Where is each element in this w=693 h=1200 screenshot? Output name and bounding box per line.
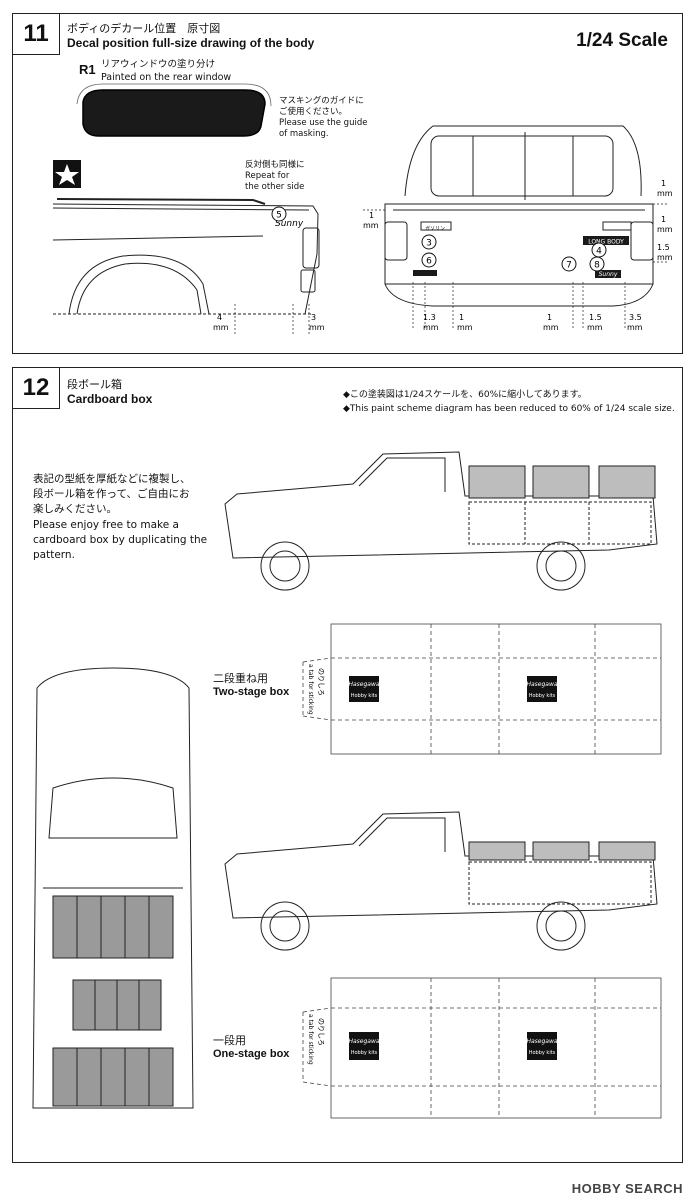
dim-1c: 1 [547,313,552,322]
repeat-en-1: Repeat for [245,171,290,181]
dim-1b: 1 [459,313,464,322]
decal-number-5: 5 [276,211,282,221]
tab-text-jp-one: のりしろ [317,1018,325,1046]
step-number: 12 [13,368,60,409]
scale-note-jp: ◆この塗装図は1/24スケールを、60%に縮小してあります。 [343,390,587,400]
dim-1-5a: 1.5 [589,313,602,322]
dim-1e: 1 [661,179,666,188]
brand-sub-two-1: Hobby kits [351,693,378,699]
decal-callout-7 [561,256,577,272]
tab-text-jp-two: のりしろ [317,668,325,696]
two-stage-box-template [302,623,662,755]
dim-1-5b: 1.5 [657,243,670,252]
rear-body-outline [384,125,654,307]
svg-text:Sunny: Sunny [599,271,618,278]
bed-boxes [52,895,174,1107]
dim-unit-7: mm [587,323,603,332]
two-stage-label-en: Two-stage box [213,686,290,698]
decal-callout-8 [589,256,605,272]
watermark: HOBBY SEARCH [571,1181,683,1196]
dim-unit-4: mm [423,323,439,332]
dim-unit-6: mm [543,323,559,332]
dim-unit-3: mm [363,221,379,230]
svg-text:Sunny: Sunny [275,219,304,229]
truck-top-boxes [468,465,656,499]
one-stage-label-en: One-stage box [213,1048,290,1060]
dim-1-3: 1.3 [423,313,436,322]
step-title-jp: ボディのデカール位置 原寸図 [67,22,221,35]
one-stage-box-template [302,977,662,1119]
desc-en-1: Please enjoy free to make a [33,518,179,531]
decal-number-6: 6 [426,257,432,267]
tailgate-long-body-label: LONG BODY [588,239,624,246]
brand-sub-one-2: Hobby kits [529,1050,556,1056]
masking-jp-1: マスキングのガイドに [279,96,364,106]
desc-en-2: cardboard box by duplicating the [33,533,208,546]
dim-unit-9: mm [657,225,673,234]
scale-note-en: ◆This paint scheme diagram has been redu… [343,404,675,414]
svg-text:ガソリン: ガソリン [425,225,445,232]
one-stage-label-jp: 一段用 [213,1034,246,1047]
dim-unit-11: mm [657,189,673,198]
step-title-en: Decal position full-size drawing of the … [67,36,315,50]
brand-logo-one-stage-2 [527,1032,557,1060]
brand-logo-two-stage [349,676,379,702]
dim-unit-10: mm [657,253,673,262]
star-icon [55,164,79,185]
step-title-jp: 段ボール箱 [67,378,122,391]
truck-top-view [32,667,194,1109]
r1-code: R1 [79,62,96,77]
decal-drawing: Sunny 5 4 mm 3 mm ガソリン LONG BODY [52,83,673,334]
dim-1d: 1 [661,215,666,224]
rear-window-mask [82,89,266,137]
brand-sub-two-2: Hobby kits [529,693,556,699]
truck-side-view-top [224,451,658,591]
brand-name-one-2: Hasegawa [526,1038,557,1045]
step-12-panel: 12 段ボール箱 Cardboard box ◆この塗装図は1/24スケールを、… [12,367,683,1163]
brand-logo-one-stage [349,1032,379,1060]
step-title-en: Cardboard box [67,392,153,406]
desc-jp-1: 表記の型紙を厚紙などに複製し、 [33,473,191,485]
decal-callout-3 [421,234,437,250]
masking-jp-2: ご使用ください。 [279,107,348,117]
side-body-outline [52,198,320,315]
tab-text-en-two: a tab for sticking [307,664,314,715]
masking-en-1: Please use the guide [279,118,368,128]
decal-number-8: 8 [594,261,600,271]
dim-unit-1: mm [213,323,229,332]
scale-label: 1/24 Scale [576,30,668,51]
dim-side-3: 3 [311,313,316,322]
step-number: 11 [13,14,60,55]
dim-unit-8: mm [627,323,643,332]
dim-unit-2: mm [309,323,325,332]
two-stage-label-jp: 二段重ね用 [213,672,268,685]
repeat-jp: 反対側も同様に [245,160,305,170]
r1-jp: リアウィンドウの塗り分け [101,59,216,70]
tab-text-en-one: a tab for sticking [307,1014,314,1065]
brand-name-one-1: Hasegawa [348,1038,379,1045]
dim-3-5: 3.5 [629,313,642,322]
brand-logo-two-stage-2 [527,676,557,702]
brand-name-two-1: Hasegawa [348,681,379,688]
desc-jp-2: 段ボール箱を作って、ご自由にお [33,488,190,501]
repeat-en-2: the other side [245,182,305,192]
decal-number-3: 3 [426,239,432,249]
cardboard-drawing: Hasegawa Hobby kits Hasegawa Hobby kits … [32,451,662,1119]
decal-callout-6 [421,252,437,268]
truck-side-view-bottom [224,811,658,951]
desc-jp-3: 楽しみください。 [33,503,117,516]
desc-en-3: pattern. [33,549,75,562]
dim-unit-5: mm [457,323,473,332]
masking-en-2: of masking. [279,129,329,139]
decal-number-7: 7 [566,261,572,271]
dim-1a: 1 [369,211,374,220]
brand-sub-one-1: Hobby kits [351,1050,378,1056]
dim-side-4: 4 [217,313,222,322]
decal-number-4: 4 [596,247,602,257]
r1-en: Painted on the rear window [101,72,232,83]
decal-callout-5 [271,206,287,222]
description: 表記の型紙を厚紙などに複製し、 段ボール箱を作って、ご自由にお 楽しみください。… [33,472,213,563]
brand-name-two-2: Hasegawa [526,681,557,688]
step-11-panel: 11 ボディのデカール位置 原寸図 Decal position full-si… [12,13,683,354]
